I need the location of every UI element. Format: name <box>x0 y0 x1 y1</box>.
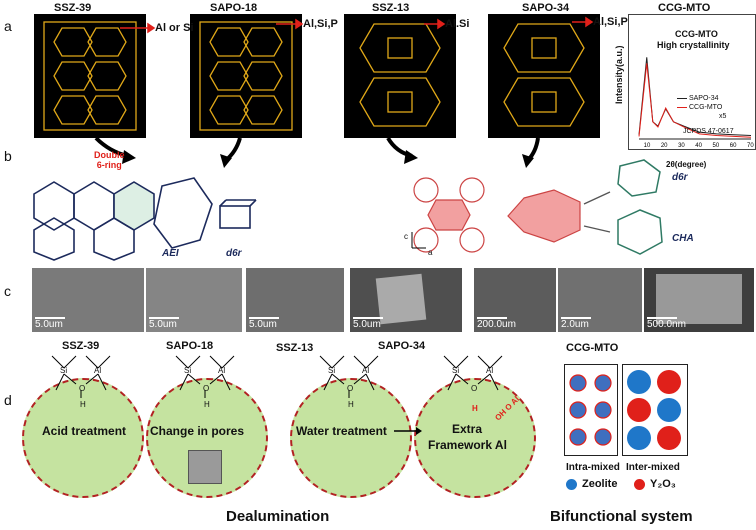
cha-structure <box>411 177 611 253</box>
intra-mixed-box <box>564 364 618 456</box>
framework-image-sapo34 <box>488 14 600 138</box>
atom-o-4: O <box>471 384 478 393</box>
atom-h-1: H <box>80 400 86 409</box>
panel-letter-c: c <box>4 283 11 299</box>
framework-al-label: Framework Al <box>428 438 507 452</box>
y2o3-label: Y₂O₃ <box>650 478 676 490</box>
atom-o-2: O <box>203 384 210 393</box>
sem-image-ssz39: 5.0um <box>32 268 144 332</box>
atom-si-1: Si <box>60 366 68 375</box>
xrd-xtick-70: 70 <box>747 143 754 149</box>
xrd-plot-area: 10 20 30 40 50 60 70 <box>638 57 754 149</box>
xrd-xtick-10: 10 <box>644 143 651 149</box>
atom-al-1: Al <box>94 366 102 375</box>
bifunctional-title: Bifunctional system <box>550 508 693 525</box>
zeolite-dot-icon <box>566 479 577 490</box>
atom-al-3: Al <box>362 366 370 375</box>
atom-o-1: O <box>79 384 86 393</box>
water-arrow-icon <box>394 427 422 435</box>
zeolite-label: Zeolite <box>582 478 618 490</box>
cha-label: CHA <box>672 233 694 244</box>
sem-image-sapo34: 5.0um <box>350 268 462 332</box>
d6r-right-label: d6r <box>672 172 688 183</box>
atoms-ssz13: Al.Si <box>445 18 470 30</box>
atom-h-3: H <box>348 400 354 409</box>
framework-title-sapo34: SAPO-34 <box>522 2 570 14</box>
atom-al-4: Al <box>486 366 494 375</box>
water-treatment-label: Water treatment <box>296 424 387 438</box>
atom-al-2: Al <box>218 366 226 375</box>
change-in-pores-label: Change in pores <box>150 424 245 438</box>
xrd-xtick-20: 20 <box>661 143 668 149</box>
down-arrows <box>94 136 540 168</box>
atoms-sapo18: Al,Si,P <box>303 18 338 30</box>
y2o3-dot-icon <box>634 479 645 490</box>
pore-cube-icon <box>188 450 222 484</box>
framework-title-sapo18: SAPO-18 <box>210 2 258 14</box>
double-ring-label: Double 6-ring <box>94 150 125 170</box>
bond-motifs <box>51 355 503 398</box>
atom-h-2: H <box>204 400 210 409</box>
framework-title-ssz13: SSZ-13 <box>372 2 410 14</box>
xrd-mult: x5 <box>719 113 727 120</box>
xrd-legend-sapo34: SAPO-34 <box>677 95 719 102</box>
atom-h-4: H <box>472 404 478 413</box>
sem-image-ccg-1: 200.0um <box>474 268 556 332</box>
framework-image-ssz13 <box>344 14 456 138</box>
aei-label: AEI <box>162 248 179 259</box>
circle-acid <box>22 378 144 498</box>
atoms-ssz39: Al or Si <box>155 22 194 34</box>
inter-mixed-particles <box>627 370 681 450</box>
aei-structure <box>33 177 257 261</box>
atom-arrows <box>120 16 594 34</box>
xrd-xtick-30: 30 <box>678 143 685 149</box>
axis-c: c <box>404 232 408 241</box>
sem-image-ssz13: 5.0um <box>246 268 344 332</box>
xrd-legend-ccg: CCG-MTO <box>677 104 722 111</box>
circle-water <box>290 378 412 498</box>
atom-si-2: Si <box>184 366 192 375</box>
sem-image-sapo18: 5.0um <box>146 268 242 332</box>
d-label-sapo34: SAPO-34 <box>378 340 426 352</box>
d-label-ccg: CCG-MTO <box>566 342 619 354</box>
xrd-xtick-60: 60 <box>730 143 737 149</box>
framework-title-ssz39: SSZ-39 <box>54 2 92 14</box>
framework-image-ssz39 <box>34 14 146 138</box>
sem-image-ccg-3: 500.0nm <box>644 268 754 332</box>
d-label-ssz13: SSZ-13 <box>276 342 314 354</box>
dealumination-title: Dealumination <box>226 508 330 525</box>
d-label-sapo18: SAPO-18 <box>166 340 214 352</box>
inter-mixed-box <box>622 364 688 456</box>
panel-letter-d: d <box>4 392 12 408</box>
xrd-xtick-40: 40 <box>695 143 702 149</box>
d6r-left-label: d6r <box>226 248 242 259</box>
xrd-xlabel: 2θ(degree) <box>666 160 707 169</box>
xrd-chart: CCG-MTO High crystallinity 10 20 30 40 50 60 7… <box>628 14 756 150</box>
atom-o-3: O <box>347 384 354 393</box>
acid-treatment-label: Acid treatment <box>42 424 127 438</box>
panel-letter-a: a <box>4 18 12 34</box>
cha-cages <box>617 159 663 255</box>
atom-si-3: Si <box>328 366 336 375</box>
xrd-inset-title: CCG-MTO <box>675 29 718 39</box>
intra-mixed-clusters <box>569 374 612 446</box>
xrd-xtick-50: 50 <box>713 143 720 149</box>
sem-image-ccg-2: 2.0um <box>558 268 642 332</box>
atom-si-4: Si <box>452 366 460 375</box>
xrd-inset-subtitle: High crystallinity <box>657 40 730 50</box>
intra-mixed-label: Intra-mixed <box>566 462 620 473</box>
atoms-sapo34: Al,Si,P <box>593 16 628 28</box>
inter-mixed-label: Inter-mixed <box>626 462 680 473</box>
xrd-ylabel: Intensity(a.u.) <box>614 45 624 104</box>
axis-a: a <box>428 248 433 257</box>
xrd-ref: JCPDS 47-0617 <box>683 128 734 135</box>
panel-letter-b: b <box>4 148 12 164</box>
framework-image-sapo18 <box>190 14 302 138</box>
d-label-ssz39: SSZ-39 <box>62 340 100 352</box>
circle-extra <box>414 378 536 498</box>
extra-label: Extra <box>452 422 483 436</box>
framework-title-ccg: CCG-MTO <box>658 2 711 14</box>
xrd-series-ccg-mto <box>638 63 752 138</box>
